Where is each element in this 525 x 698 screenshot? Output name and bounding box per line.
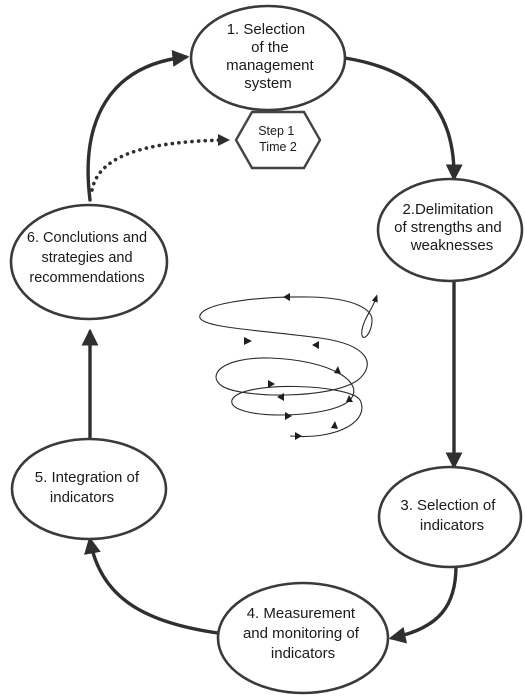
node-6-line-3: recommendations [29,270,144,286]
node-5-line-2: indicators [50,489,114,506]
spiral-marker-3 [312,341,319,349]
node-3: 3. Selection of indicators [377,465,523,569]
node-4-line-3: indicators [271,645,335,662]
spiral-marker-4 [268,380,275,388]
node-4-line-2: and monitoring of [243,625,360,642]
spiral-marker-10 [331,421,338,429]
node-6-text: 6. Conclutions and strategies and recomm… [27,230,151,286]
node-5-text: 5. Integration of indicators [35,469,143,506]
node-6-line-1: 6. Conclutions and [27,230,147,246]
hexagon-line-2: Time 2 [259,140,297,154]
spiral-marker-9 [295,432,302,440]
node-1-text: 1. Selection of the management system [226,21,318,92]
connector-6-to-1 [86,49,190,202]
node-1-line-4: system [244,75,292,92]
node-4: 4. Measurement and monitoring of indicat… [216,581,390,695]
node-2-line-3: weaknesses [410,237,494,254]
spiral-marker-1 [283,293,290,301]
spiral-path [199,294,378,438]
hexagon-line-1: Step 1 [258,124,294,138]
node-4-shape [216,581,390,695]
node-1-line-3: management [226,57,314,74]
node-3-line-2: indicators [420,517,484,534]
spiral-marker-6 [277,393,284,401]
spiral-marker-8 [346,395,353,402]
node-2-line-1: 2.Delimitation [402,201,493,218]
hexagon-text: Step 1 Time 2 [258,124,298,154]
spiral-marker-7 [285,412,292,420]
node-6-line-2: strategies and [41,250,132,266]
connector-1-to-2 [343,56,463,182]
node-3-text: 3. Selection of indicators [400,497,499,534]
dotted-connector-to-hexagon [90,138,224,192]
node-6-shape [9,203,169,321]
node-1: 1. Selection of the management system [189,4,347,112]
node-1-line-2: of the [251,39,289,56]
node-6: 6. Conclutions and strategies and recomm… [9,203,169,321]
dotted-arrowhead [218,134,230,146]
node-2-shape [376,177,524,283]
connector-4-to-5 [84,536,220,635]
node-2-line-2: of strengths and [394,219,502,236]
node-4-line-1: 4. Measurement [247,605,356,622]
node-2-text: 2.Delimitation of strengths and weakness… [394,201,506,254]
node-1-line-1: 1. Selection [227,21,305,38]
node-4-text: 4. Measurement and monitoring of indicat… [243,605,363,662]
spiral-marker-2 [244,337,252,345]
hexagon-shape [234,110,322,170]
step-time-hexagon: Step 1 Time 2 [234,110,322,170]
node-3-shape [377,465,523,569]
node-1-shape [189,4,347,112]
connector-3-to-4 [388,564,458,644]
spiral-marker-5 [334,366,341,374]
node-5-line-1: 5. Integration of [35,469,140,486]
node-5: 5. Integration of indicators [10,437,168,541]
node-5-shape [10,437,168,541]
node-2: 2.Delimitation of strengths and weakness… [376,177,524,283]
spiral-graphic [199,293,378,440]
node-3-line-1: 3. Selection of [400,497,496,514]
